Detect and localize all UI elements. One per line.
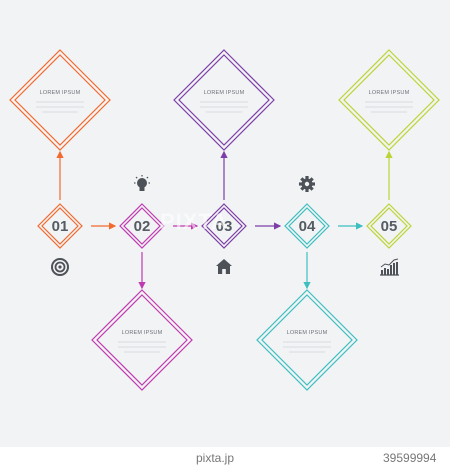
step-number: 04 xyxy=(299,218,316,235)
node-inner-diamond xyxy=(205,207,243,245)
watermark-text: PIXTA xyxy=(160,209,229,234)
callout-inner-diamond xyxy=(14,54,106,146)
callout-title: LOREM IPSUM xyxy=(204,90,245,96)
callout-inner-diamond xyxy=(178,54,270,146)
callout-inner-diamond xyxy=(96,294,188,386)
step-number: 02 xyxy=(134,218,151,235)
step-node-04: 04 xyxy=(284,203,330,249)
footer-image-id: 39599994 xyxy=(383,451,437,465)
callout-box-01: LOREM IPSUM xyxy=(9,49,111,151)
node-outer-diamond xyxy=(284,203,330,249)
node-outer-diamond xyxy=(119,203,165,249)
callout-inner-diamond xyxy=(343,54,435,146)
callout-outer-diamond xyxy=(256,289,358,391)
connectors xyxy=(56,150,393,290)
callout-title: LOREM IPSUM xyxy=(369,90,410,96)
callout-outer-diamond xyxy=(173,49,275,151)
callout-outer-diamond xyxy=(9,49,111,151)
node-outer-diamond xyxy=(37,203,83,249)
callout-title: LOREM IPSUM xyxy=(287,330,328,336)
callout-box-04: LOREM IPSUM xyxy=(256,289,358,391)
callout-title: LOREM IPSUM xyxy=(40,90,81,96)
callouts: LOREM IPSUM LOREM IPSUM LOREM IPSUM LOREM I… xyxy=(9,49,440,391)
node-inner-diamond xyxy=(123,207,161,245)
callout-outer-diamond xyxy=(338,49,440,151)
node-outer-diamond xyxy=(366,203,412,249)
callout-title: LOREM IPSUM xyxy=(122,330,163,336)
lightbulb-icon xyxy=(134,175,150,191)
node-inner-diamond xyxy=(41,207,79,245)
step-number: 05 xyxy=(381,218,398,235)
callout-box-02: LOREM IPSUM xyxy=(91,289,193,391)
gear-icon xyxy=(299,176,315,192)
step-nodes: 01 02 03 04 05 xyxy=(37,203,412,249)
node-outer-diamond xyxy=(201,203,247,249)
callout-box-05: LOREM IPSUM xyxy=(338,49,440,151)
footer-bar: pixta.jp 39599994 xyxy=(0,447,450,469)
node-inner-diamond xyxy=(288,207,326,245)
callout-box-03: LOREM IPSUM xyxy=(173,49,275,151)
step-node-05: 05 xyxy=(366,203,412,249)
home-icon xyxy=(216,259,232,274)
callout-outer-diamond xyxy=(91,289,193,391)
step-node-02: 02 xyxy=(119,203,165,249)
step-icons xyxy=(51,175,399,276)
footer-brand: pixta.jp xyxy=(196,451,235,465)
step-node-03: 03 xyxy=(201,203,247,249)
step-number: 03 xyxy=(216,218,233,235)
callout-inner-diamond xyxy=(261,294,353,386)
step-node-01: 01 xyxy=(37,203,83,249)
bar-chart-icon xyxy=(380,258,399,276)
step-number: 01 xyxy=(52,218,69,235)
node-inner-diamond xyxy=(370,207,408,245)
target-icon xyxy=(51,258,69,276)
